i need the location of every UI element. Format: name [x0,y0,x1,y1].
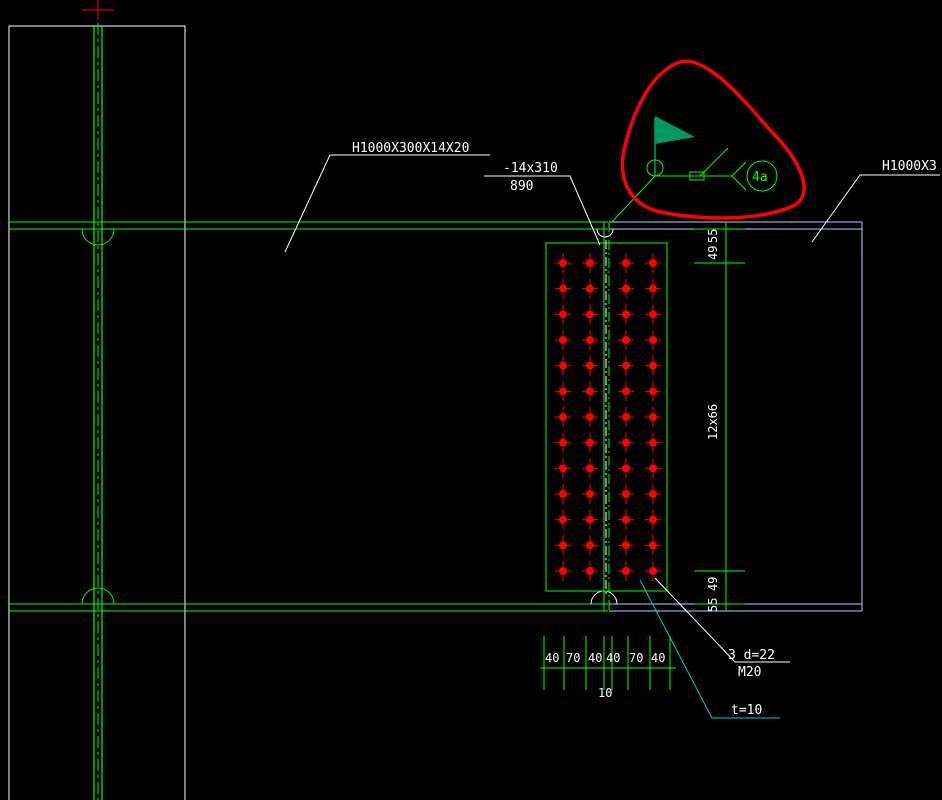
bolt [555,304,571,325]
leaders [284,154,940,719]
bolt [618,253,634,273]
bolt [555,458,571,479]
bolt-group [555,253,661,581]
bolt [645,330,661,350]
bolt [618,509,634,530]
bolt [618,278,634,299]
bolt [582,561,598,581]
left-beam [9,221,618,612]
bolt [645,381,661,402]
bolt [618,330,634,350]
bolt [645,458,661,479]
dim-top-edge-1: 49 [706,246,720,260]
bolt [582,509,598,530]
bolt [618,561,634,581]
dim-top-edge-2: 55 [706,229,720,243]
dim-gauge-2: 70 [566,651,580,665]
steel-column [8,0,186,800]
scallop-top-right [596,228,614,238]
bolt [582,432,598,453]
bolt [645,407,661,427]
bolt [555,381,571,402]
field-weld-flag-icon [655,116,695,144]
bolt [582,278,598,299]
bolt [582,407,598,427]
bolt [555,535,571,556]
bolt [645,304,661,325]
bolt [582,381,598,402]
dim-gauge-1: 40 [545,651,559,665]
label-bolt-spec-bottom: M20 [738,665,761,680]
bolt [645,278,661,299]
bolt [582,355,598,376]
label-bolt-spec-top: 3 d=22 [728,648,775,663]
bolt [618,484,634,504]
vertical-dimensions [694,222,745,611]
bolt [645,535,661,556]
scallop-bottom-left [81,587,115,605]
bolt [555,253,571,273]
dim-gap: 10 [598,686,612,700]
weld-all-around-icon [646,159,664,177]
bolt [555,330,571,350]
bolt [582,304,598,325]
red-markup-circle [620,59,806,220]
label-beam-right: H1000X3 [882,159,937,174]
bolt [555,355,571,376]
dim-gauge-6: 40 [651,651,665,665]
bolt [645,355,661,376]
bolt [645,509,661,530]
dim-bolt-pitch: 12x66 [706,404,720,440]
bolt [618,381,634,402]
bolt [645,253,661,273]
dim-bottom-edge-1: 55 [706,598,720,612]
weld-symbol-text: 4a [752,170,768,185]
right-beam [608,221,863,612]
bolt [618,432,634,453]
bolt [645,561,661,581]
label-plate-length: 890 [510,179,533,194]
bolt [555,484,571,504]
bolt [582,330,598,350]
dim-gauge-4: 40 [606,651,620,665]
dim-gauge-5: 70 [629,651,643,665]
label-beam-left: H1000X300X14X20 [352,141,469,156]
weld-symbol: 4a [611,116,778,223]
bolt [582,253,598,273]
scallop-top-left [81,228,115,246]
bolt [555,278,571,299]
horizontal-dimensions [540,636,676,690]
bolt [555,509,571,530]
bolt [618,355,634,376]
bolt [555,432,571,453]
bolt [582,484,598,504]
dim-gauge-3: 40 [588,651,602,665]
bolt [618,407,634,427]
label-plate-thickness: t=10 [731,703,762,718]
bolt [555,407,571,427]
label-plate-size: -14x310 [503,161,558,176]
bolt [645,484,661,504]
bolt [645,432,661,453]
bolt [618,304,634,325]
bolt [555,561,571,581]
column-outline [8,25,186,800]
dim-bottom-edge-2: 49 [706,577,720,591]
weld-tail-circle [746,160,778,192]
bolt [582,458,598,479]
bolt [618,458,634,479]
bolt [618,535,634,556]
bolt [582,535,598,556]
